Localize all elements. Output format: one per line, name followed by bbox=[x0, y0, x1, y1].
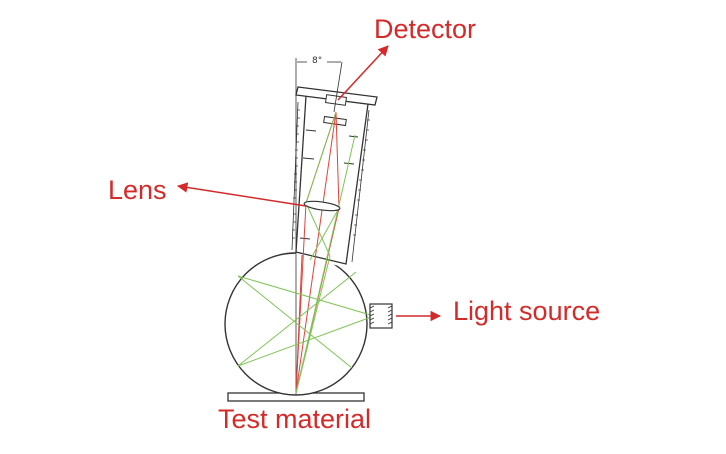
ray-green-2 bbox=[237, 315, 375, 367]
angle-label: 8° bbox=[312, 56, 323, 66]
detector-arrow bbox=[337, 45, 389, 101]
lens-arrow bbox=[176, 182, 307, 207]
test-material-label: Test material bbox=[218, 404, 372, 434]
ray-green-8 bbox=[295, 134, 356, 394]
lens bbox=[303, 200, 341, 212]
angle-indicator bbox=[295, 58, 343, 394]
ray-green-6 bbox=[305, 202, 331, 257]
lens-label: Lens bbox=[108, 175, 167, 205]
ray-green-1 bbox=[237, 275, 375, 317]
light-source-label: Light source bbox=[453, 296, 601, 326]
ray-red-6 bbox=[295, 254, 303, 394]
ray-green-4 bbox=[237, 271, 357, 367]
optical-tube bbox=[291, 95, 370, 265]
ray-green-7 bbox=[305, 111, 337, 204]
light-source-lamp bbox=[369, 303, 393, 329]
detector-label: Detector bbox=[374, 14, 477, 44]
light-rays bbox=[237, 111, 375, 394]
ray-green-3 bbox=[237, 275, 353, 369]
ray-green-9 bbox=[309, 207, 340, 261]
label-arrows bbox=[176, 45, 442, 322]
ray-red-1 bbox=[295, 111, 337, 394]
ray-red-5 bbox=[335, 111, 340, 209]
